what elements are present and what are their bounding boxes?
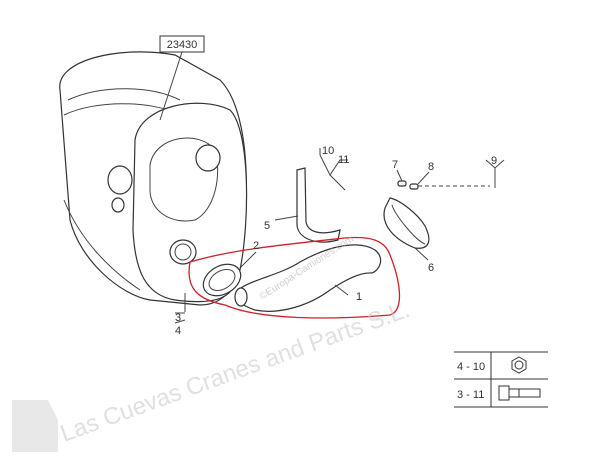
callout-2: 2 [253, 240, 259, 252]
bracket-part [296, 167, 341, 243]
callout-9: 9 [491, 155, 497, 167]
clip-part [409, 183, 419, 190]
hose-clamp-part [202, 263, 242, 297]
callout-6: 6 [428, 262, 434, 274]
legend-range-bolt: 3 - 11 [457, 389, 484, 401]
hex-nut-icon [511, 356, 527, 374]
part-number-label: 23430 [167, 39, 198, 51]
callout-5: 5 [264, 220, 270, 232]
leader-lines [174, 148, 505, 324]
muffler-drawing [59, 51, 248, 306]
callout-8: 8 [428, 161, 434, 173]
watermark-logo [12, 400, 58, 452]
callout-1: 1 [356, 291, 362, 303]
clip-part [397, 180, 407, 187]
fastener-legend: 4 - 10 3 - 11 [454, 351, 548, 408]
callout-7: 7 [392, 159, 398, 171]
bolt-icon [498, 385, 541, 401]
callout-4: 4 [175, 325, 181, 337]
watermark-main: Las Cuevas Cranes and Parts S.L. [57, 296, 413, 448]
legend-range-nut: 4 - 10 [457, 361, 485, 373]
highlight-outline [188, 236, 401, 319]
strap-clamp-part [383, 197, 430, 249]
callout-11: 11 [338, 154, 349, 166]
callout-3: 3 [175, 312, 181, 324]
callout-10: 10 [322, 145, 334, 157]
hose-part [235, 244, 382, 312]
